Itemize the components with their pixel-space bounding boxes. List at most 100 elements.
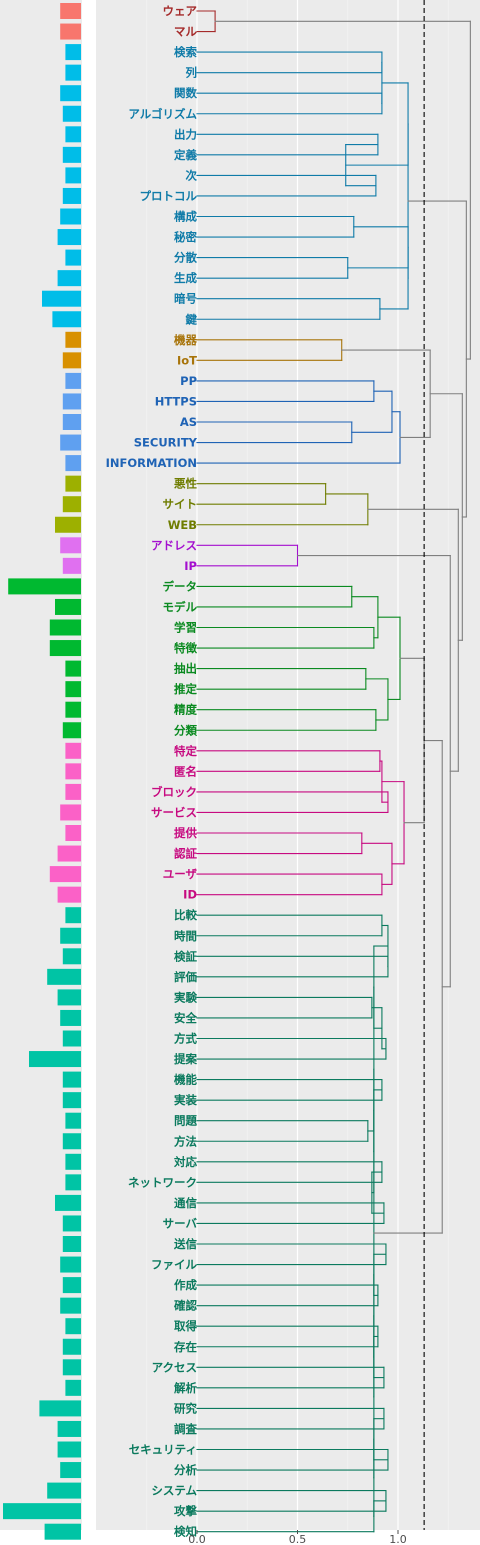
leaf-label: 安全 — [174, 1011, 197, 1025]
leaf-bar — [60, 1462, 81, 1479]
leaf-label: 特徴 — [174, 641, 197, 655]
leaf-label: 精度 — [174, 703, 197, 717]
leaf-label: 対応 — [173, 1155, 197, 1169]
leaf-label: 構成 — [174, 210, 197, 224]
leaf-label: SECURITY — [134, 436, 198, 450]
leaf-label: 機器 — [174, 333, 197, 347]
leaf-label: サーバ — [163, 1216, 198, 1230]
leaf-label: INFORMATION — [106, 456, 197, 470]
leaf-bar — [62, 146, 81, 163]
leaf-label: 方式 — [174, 1032, 197, 1046]
leaf-label: ファイル — [151, 1258, 197, 1272]
leaf-bar — [57, 229, 81, 246]
leaf-label: ウェア — [163, 4, 198, 18]
leaf-label: 分析 — [174, 1463, 197, 1477]
leaf-label: 作成 — [174, 1278, 197, 1292]
leaf-bar — [60, 537, 81, 554]
leaf-bar — [57, 270, 81, 287]
leaf-label: 提案 — [174, 1052, 197, 1066]
leaf-bar — [49, 640, 81, 657]
leaf-bar — [65, 660, 81, 677]
leaf-bar — [65, 372, 81, 389]
leaf-label: ID — [183, 888, 197, 902]
leaf-bar — [60, 1297, 81, 1314]
leaf-bar — [44, 1523, 81, 1540]
leaf-label: システム — [151, 1484, 197, 1498]
x-tick-label: 0.0 — [188, 1533, 206, 1545]
leaf-label: 問題 — [174, 1114, 197, 1128]
leaf-bar — [65, 783, 81, 800]
leaf-label: 定義 — [174, 148, 197, 162]
leaf-bar — [62, 414, 81, 430]
leaf-bar — [62, 557, 81, 574]
leaf-bar — [62, 393, 81, 410]
leaf-label: マル — [174, 25, 197, 39]
leaf-bar — [47, 1482, 81, 1499]
leaf-label: ブロック — [151, 785, 197, 799]
leaf-bar — [65, 742, 81, 759]
leaf-label: 取得 — [174, 1319, 197, 1333]
leaf-bar — [55, 598, 81, 615]
leaf-bar — [8, 578, 82, 595]
leaf-bar — [65, 331, 81, 348]
leaf-bar — [62, 722, 81, 739]
leaf-bar — [60, 208, 81, 225]
leaf-label: 通信 — [174, 1196, 197, 1210]
leaf-label: ネットワーク — [128, 1175, 197, 1189]
leaf-bar — [60, 23, 81, 40]
leaf-bar — [3, 1503, 81, 1520]
leaf-bar — [57, 989, 81, 1006]
leaf-bar — [65, 763, 81, 780]
leaf-bar — [65, 1112, 81, 1129]
leaf-label: PP — [180, 374, 197, 388]
leaf-label: 秘密 — [174, 230, 197, 244]
leaf-bar — [57, 845, 81, 862]
leaf-label: IP — [184, 559, 197, 573]
leaf-bar — [65, 1174, 81, 1191]
leaf-label: 調査 — [174, 1422, 197, 1436]
leaf-label: 方法 — [174, 1134, 197, 1148]
leaf-label: 分類 — [174, 723, 197, 737]
leaf-bar — [65, 455, 81, 472]
leaf-label: 認証 — [174, 847, 197, 861]
leaf-bar — [65, 1153, 81, 1170]
leaf-bar — [60, 85, 81, 102]
leaf-bar — [55, 1194, 81, 1211]
leaf-label: 機能 — [174, 1073, 197, 1087]
leaf-bar — [65, 907, 81, 924]
leaf-bar — [29, 1051, 81, 1068]
leaf-label: アクセス — [152, 1360, 197, 1374]
leaf-bar — [62, 1277, 81, 1294]
leaf-bar — [65, 681, 81, 698]
leaf-label: 比較 — [174, 908, 197, 922]
leaf-bar — [65, 1318, 81, 1335]
leaf-label: 提供 — [174, 826, 197, 840]
leaf-label: サイト — [163, 497, 198, 511]
leaf-bar — [62, 1236, 81, 1252]
leaf-bar — [65, 1379, 81, 1396]
leaf-label: アルゴリズム — [128, 107, 197, 121]
leaf-bar — [62, 352, 81, 369]
leaf-label: プロトコル — [140, 189, 198, 203]
leaf-bar — [62, 1215, 81, 1232]
leaf-label: 生成 — [174, 271, 197, 285]
leaf-bar — [62, 1071, 81, 1088]
leaf-bar — [62, 496, 81, 513]
leaf-label: 解析 — [174, 1381, 197, 1395]
leaf-bar — [60, 1256, 81, 1273]
leaf-label: 実装 — [174, 1093, 197, 1107]
leaf-bar — [60, 804, 81, 821]
leaf-label: 送信 — [173, 1237, 197, 1251]
leaf-label: HTTPS — [155, 394, 197, 408]
leaf-bar — [65, 167, 81, 184]
leaf-label: アドレス — [151, 538, 197, 552]
leaf-bar — [65, 701, 81, 718]
leaf-bar — [57, 886, 81, 903]
leaf-bar — [39, 1400, 81, 1417]
leaf-label: IoT — [177, 353, 197, 367]
leaf-bar — [60, 927, 81, 944]
leaf-bar — [57, 1441, 81, 1458]
leaf-label: 鍵 — [186, 312, 198, 326]
leaf-bar — [62, 1338, 81, 1355]
